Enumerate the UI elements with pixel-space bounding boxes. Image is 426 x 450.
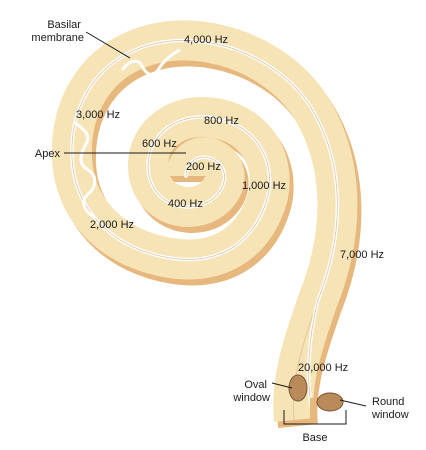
- wave-upper: [120, 48, 181, 76]
- freq-1000: 1,000 Hz: [242, 180, 286, 192]
- freq-20000: 20,000 Hz: [298, 362, 348, 374]
- freq-400: 400 Hz: [168, 198, 203, 210]
- round-window-leader: [339, 399, 367, 407]
- base-bracket: [283, 410, 347, 425]
- oval-window: [288, 374, 308, 402]
- basilar-membrane-edge: [71, 40, 338, 411]
- oval-window-leader: [271, 382, 293, 389]
- freq-3000: 3,000 Hz: [76, 109, 120, 121]
- basilar-leader: [85, 31, 131, 59]
- wave-left: [73, 120, 97, 220]
- freq-600: 600 Hz: [142, 138, 177, 150]
- basilar-membrane-label: Basilar membrane: [31, 19, 84, 44]
- freq-4000: 4,000 Hz: [184, 34, 228, 46]
- oval-window-label: Oval window: [232, 379, 270, 404]
- freq-800: 800 Hz: [204, 115, 239, 127]
- freq-7000: 7,000 Hz: [340, 249, 384, 261]
- freq-200: 200 Hz: [186, 161, 221, 173]
- round-window: [316, 392, 344, 412]
- round-window-label: Round window: [371, 396, 409, 421]
- apex-label: Apex: [35, 148, 61, 160]
- freq-2000: 2,000 Hz: [90, 219, 134, 231]
- base-label: Base: [302, 432, 327, 444]
